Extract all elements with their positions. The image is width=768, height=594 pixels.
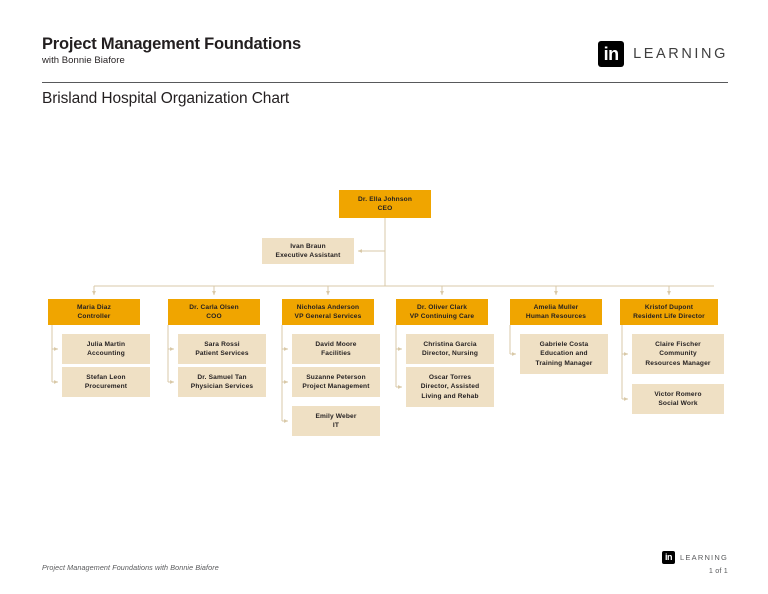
org-node-name: Emily Weber [315, 412, 357, 420]
org-node-vp-continuing-care[interactable]: Dr. Oliver Clark VP Continuing Care [396, 299, 488, 325]
org-node-name: Dr. Samuel Tan [197, 373, 247, 381]
org-node-director-nursing[interactable]: Christina Garcia Director, Nursing [406, 334, 494, 364]
org-node-role-line-2: Living and Rehab [421, 392, 479, 400]
org-node-name: Sara Rossi [204, 340, 240, 348]
org-node-role: COO [206, 313, 222, 320]
org-node-name: Maria Diaz [76, 303, 112, 311]
org-node-role-line-2: Training Manager [535, 359, 593, 367]
org-node-exec-assistant[interactable]: Ivan Braun Executive Assistant [262, 238, 354, 264]
org-node-director-assisted-living[interactable]: Oscar Torres Director, Assisted Living a… [406, 367, 494, 407]
org-node-role: Director, Nursing [421, 350, 479, 357]
org-node-role: Social Work [658, 400, 698, 407]
org-node-ceo[interactable]: Dr. Ella Johnson CEO [339, 190, 431, 218]
org-node-procurement[interactable]: Stefan Leon Procurement [62, 367, 150, 397]
org-node-name: Dr. Carla Olsen [189, 303, 239, 311]
org-node-resident-life-director[interactable]: Kristof Dupont Resident Life Director [620, 299, 718, 325]
org-node-facilities[interactable]: David Moore Facilities [292, 334, 380, 364]
org-node-role-line-1: Community [659, 350, 697, 358]
org-node-name: Dr. Ella Johnson [357, 195, 413, 203]
header-divider [42, 82, 728, 84]
org-node-controller[interactable]: Maria Diaz Controller [48, 299, 140, 325]
page-title: Brisland Hospital Organization Chart [42, 90, 290, 107]
org-node-role: Executive Assistant [275, 252, 341, 259]
org-node-vp-general-services[interactable]: Nicholas Anderson VP General Services [282, 299, 374, 325]
org-node-name: Kristof Dupont [644, 303, 694, 311]
org-node-role: VP Continuing Care [409, 313, 475, 320]
org-node-role: Accounting [87, 350, 125, 357]
org-node-name: Ivan Braun [290, 242, 326, 250]
org-node-physician-services[interactable]: Dr. Samuel Tan Physician Services [178, 367, 266, 397]
linkedin-icon: in [598, 41, 625, 67]
org-node-role: CEO [377, 205, 393, 212]
org-node-social-work[interactable]: Victor Romero Social Work [632, 384, 724, 414]
org-node-role: Procurement [84, 383, 128, 390]
footer-credit: Project Management Foundations with Bonn… [42, 563, 219, 572]
org-node-name: Julia Martin [86, 340, 126, 348]
linkedin-icon-glyph: in [665, 552, 673, 562]
org-node-name: Stefan Leon [86, 373, 126, 381]
org-node-role: Facilities [321, 350, 351, 357]
org-node-name: Suzanne Peterson [306, 373, 366, 381]
org-node-community-resources[interactable]: Claire Fischer Community Resources Manag… [632, 334, 724, 374]
linkedin-icon: in [662, 551, 676, 564]
org-node-name: Gabriele Costa [539, 340, 589, 348]
org-node-name: Amelia Muller [533, 303, 579, 311]
org-node-human-resources[interactable]: Amelia Muller Human Resources [510, 299, 602, 325]
org-node-role: Physician Services [190, 383, 254, 390]
org-node-role: Resident Life Director [633, 313, 705, 320]
linkedin-icon-glyph: in [603, 44, 620, 64]
org-node-name: Nicholas Anderson [296, 303, 360, 311]
linkedin-learning-logo-header: in LEARNING [598, 41, 728, 67]
org-node-name: Christina Garcia [423, 340, 477, 348]
org-node-name: Dr. Oliver Clark [416, 303, 468, 311]
org-node-role: Human Resources [525, 313, 587, 320]
org-node-it[interactable]: Emily Weber IT [292, 406, 380, 436]
page-number: 1 of 1 [708, 566, 728, 575]
org-node-role: Project Management [302, 383, 370, 390]
org-node-role-line-2: Resources Manager [645, 359, 711, 367]
org-node-name: David Moore [315, 340, 357, 348]
org-node-education-training[interactable]: Gabriele Costa Education and Training Ma… [520, 334, 608, 374]
org-node-role-line-1: Education and [540, 350, 588, 358]
org-node-role: VP General Services [294, 313, 362, 320]
brand-wordmark: LEARNING [680, 553, 728, 562]
org-node-name: Oscar Torres [428, 373, 472, 381]
org-node-accounting[interactable]: Julia Martin Accounting [62, 334, 150, 364]
course-author: with Bonnie Biafore [42, 55, 125, 67]
org-node-role: Controller [77, 313, 111, 320]
course-title: Project Management Foundations [42, 35, 301, 53]
org-node-project-management[interactable]: Suzanne Peterson Project Management [292, 367, 380, 397]
org-node-role: IT [332, 422, 340, 429]
org-node-name: Victor Romero [654, 390, 702, 398]
org-node-name: Claire Fischer [655, 340, 701, 348]
brand-wordmark: LEARNING [633, 46, 728, 62]
org-node-role-line-1: Director, Assisted [420, 383, 480, 391]
linkedin-learning-logo-footer: in LEARNING 1 of 1 [662, 551, 728, 575]
document-header: Project Management Foundations with Bonn… [42, 35, 728, 84]
org-node-coo[interactable]: Dr. Carla Olsen COO [168, 299, 260, 325]
org-node-patient-services[interactable]: Sara Rossi Patient Services [178, 334, 266, 364]
org-node-role: Patient Services [195, 350, 249, 357]
